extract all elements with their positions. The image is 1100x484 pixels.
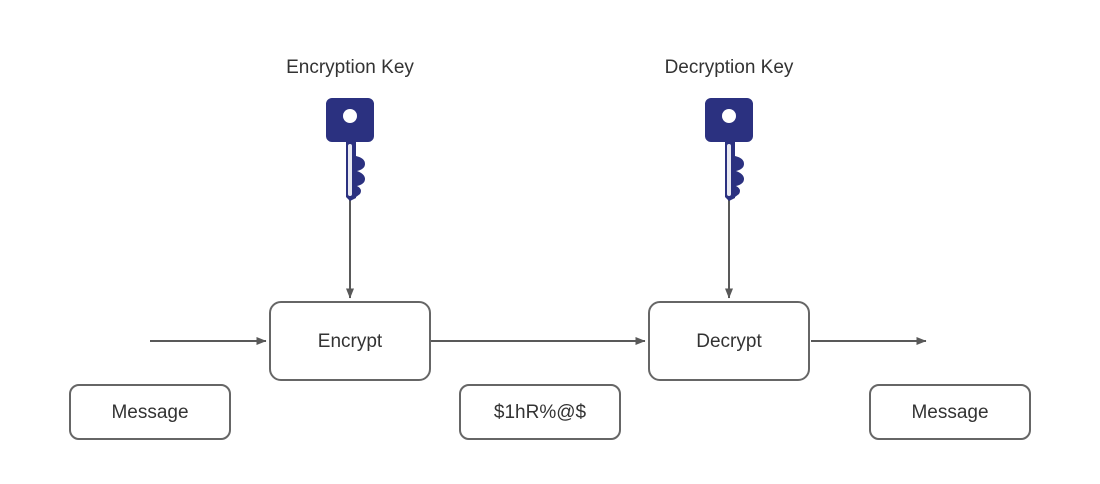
decryption-key-label: Decryption Key — [664, 57, 794, 78]
decrypt-process-box[interactable]: Decrypt — [648, 301, 810, 381]
encrypt-process-box[interactable]: Encrypt — [269, 301, 431, 381]
input-message-box[interactable]: Message — [69, 384, 231, 440]
decryption-key-icon — [705, 98, 753, 207]
ciphertext-box[interactable]: $1hR%@$ — [459, 384, 621, 440]
encryption-key-label: Encryption Key — [286, 57, 414, 78]
output-message-box[interactable]: Message — [869, 384, 1031, 440]
encryption-key-icon — [326, 98, 374, 207]
